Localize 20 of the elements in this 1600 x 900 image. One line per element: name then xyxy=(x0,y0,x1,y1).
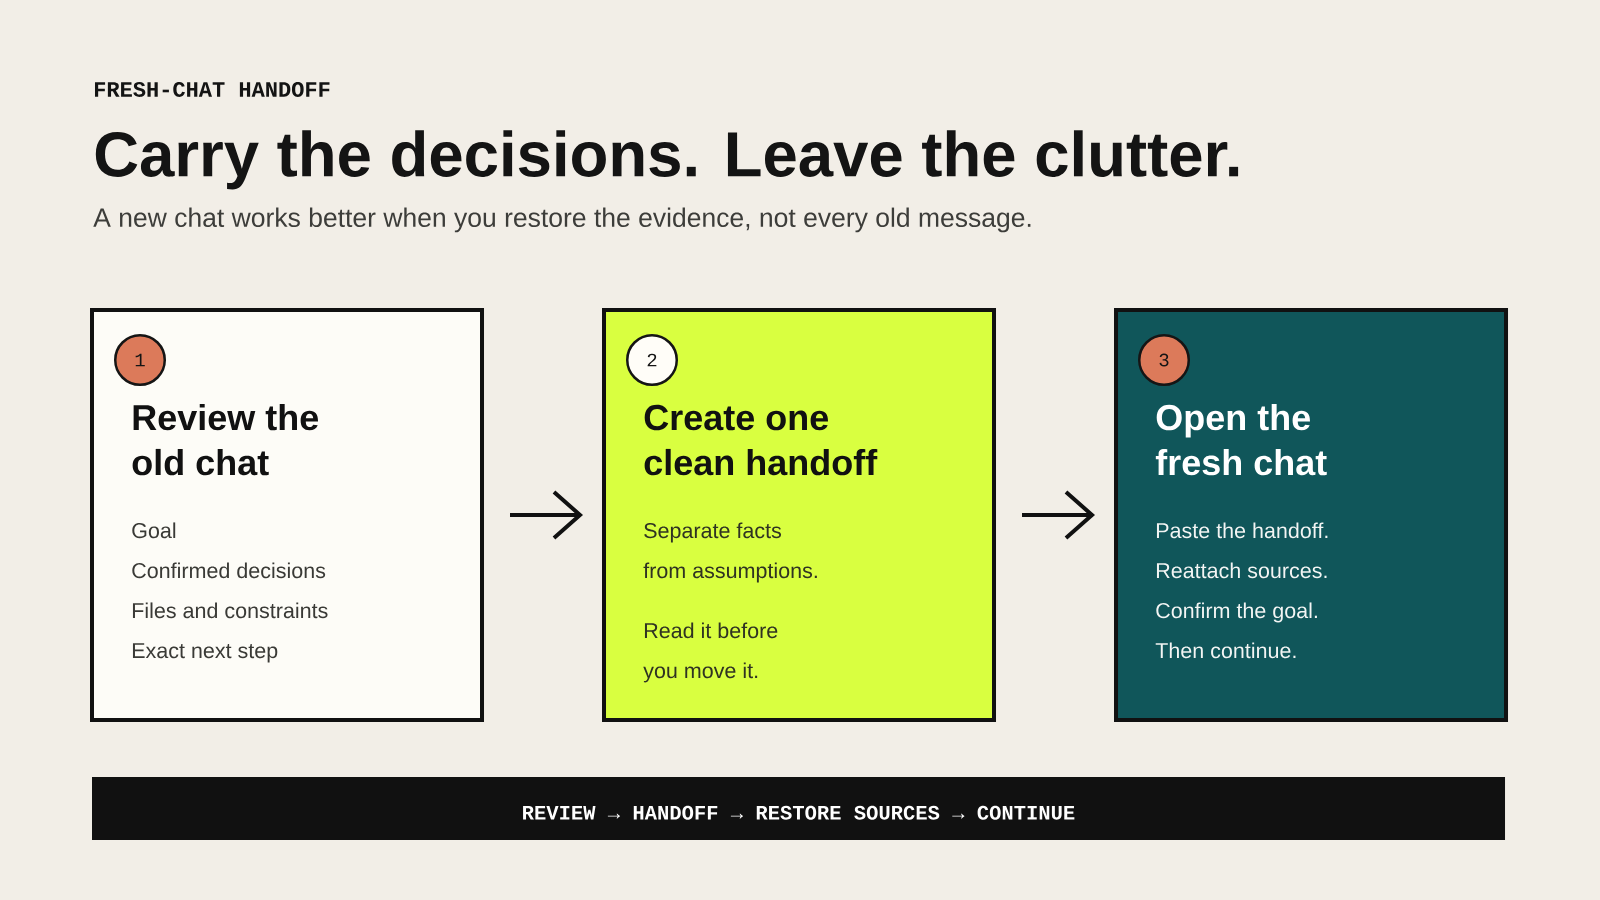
card-heading: Review the old chat xyxy=(132,403,318,476)
flow-banner: REVIEW → HANDOFF → RESTORE SOURCES → CONTINUE xyxy=(92,777,1505,840)
card-text: Separate facts from assumptions. xyxy=(643,522,817,583)
card-heading: Create one clean handoff xyxy=(644,404,878,476)
card-text: Exact next step xyxy=(132,643,278,663)
kicker-label: FRESH-CHAT HANDOFF xyxy=(95,81,330,97)
card-text: Confirmed decisions xyxy=(132,562,326,579)
number-badge: 2 xyxy=(626,334,678,386)
card-heading: Open the fresh chat xyxy=(1155,403,1327,476)
title: Carry the decisions. Leave the clutter. xyxy=(95,130,1239,190)
card-text: Read it before you move it. xyxy=(643,622,778,683)
card-text: Then continue. xyxy=(1155,642,1296,659)
number-badge: 3 xyxy=(1138,334,1190,386)
card-text: Goal xyxy=(132,522,176,539)
card-text: Files and constraints xyxy=(132,602,328,619)
number-badge: 1 xyxy=(114,334,166,386)
subtitle: A new chat works better when you restore the evidence, not every old message. xyxy=(93,207,1031,233)
card-text: Paste the handoff. xyxy=(1156,522,1328,539)
card-text: Confirm the goal. xyxy=(1156,602,1317,623)
card-text: Reattach sources. xyxy=(1156,562,1327,579)
